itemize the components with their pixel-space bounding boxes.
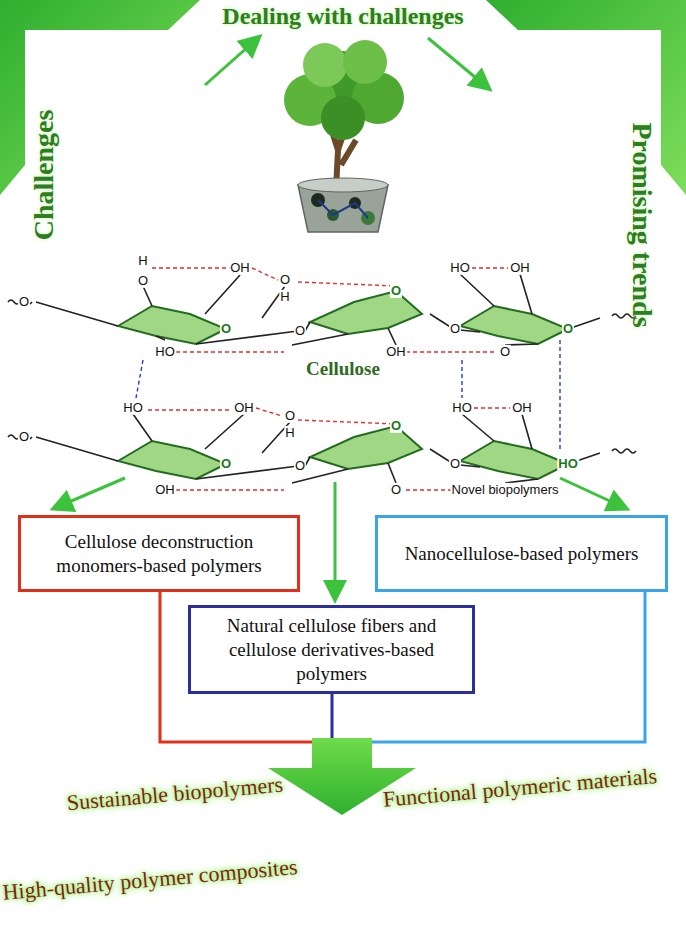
merge-line: [331, 692, 334, 740]
hydrogen-bond: [472, 267, 508, 268]
flow-arrow: [205, 38, 258, 85]
heading-label: Dealing with challenges: [222, 3, 463, 29]
hydrogen-bond: [298, 420, 396, 424]
category-box: Natural cellulose fibers and cellulose d…: [188, 605, 475, 694]
hydrogen-bond: [559, 340, 560, 452]
tree-illustration: [284, 40, 404, 232]
atom-label: HO: [122, 401, 144, 415]
ring-oxygen-label: HO: [557, 457, 579, 471]
glucose-ring: [310, 426, 422, 469]
tree-canopy: [303, 43, 347, 87]
hydrogen-bond: [474, 407, 510, 408]
outcome-label: Functional polymeric materials: [382, 764, 658, 812]
atom-label: OH: [154, 483, 176, 497]
tree-canopy: [343, 40, 387, 84]
flow-arrow: [560, 478, 625, 508]
tree-canopy: [321, 96, 365, 140]
atom-label: O: [18, 295, 30, 309]
atom-label: O: [390, 483, 402, 497]
glucose-ring: [118, 441, 226, 479]
atom-label: H: [279, 290, 290, 304]
hydrogen-bond: [256, 408, 282, 416]
ring-oxygen-label: O: [390, 284, 402, 298]
chemical-bond: [156, 336, 165, 340]
hydrogen-bond: [148, 409, 232, 410]
atom-label: OH: [233, 401, 255, 415]
glucose-ring: [460, 441, 568, 479]
hydrogen-bond: [252, 268, 278, 280]
glucose-ring: [460, 306, 568, 344]
atom-label: H: [137, 254, 148, 268]
atom-label: O: [284, 409, 296, 423]
cellulose-structure: [8, 268, 636, 490]
hydrogen-bond: [298, 282, 396, 286]
chemical-bond: [36, 302, 118, 326]
hydrogen-bond: [176, 489, 284, 490]
chemical-bond: [196, 466, 298, 479]
chemical-bond: [143, 286, 152, 306]
atom-label: O: [294, 459, 306, 473]
atom-label: H: [284, 426, 295, 440]
chemical-bond: [522, 414, 532, 449]
atom-label: O: [449, 322, 461, 336]
chemical-bond: [196, 331, 298, 344]
chain-continuation: [612, 449, 636, 453]
atom-label: O: [449, 457, 461, 471]
atom-label: O: [279, 273, 291, 287]
hydrogen-bond: [461, 360, 462, 398]
hydrogen-bond: [176, 351, 284, 352]
atom-label: OH: [511, 401, 533, 415]
hydrogen-bond: [152, 267, 230, 268]
category-box: Cellulose deconstruction monomers-based …: [18, 515, 300, 592]
side-label: Challenges: [29, 110, 60, 241]
outcome-label: High-quality polymer composites: [2, 855, 299, 905]
flow-arrow: [334, 482, 337, 598]
atom-label: O: [294, 324, 306, 338]
chemical-bond: [462, 414, 494, 441]
atom-label: OH: [229, 261, 251, 275]
chemical-bond: [388, 328, 396, 345]
structure-label: Cellulose: [303, 359, 383, 380]
flow-arrow: [55, 478, 125, 508]
atom-label: Novel biopolymers: [451, 483, 560, 497]
glucose-ring: [310, 291, 422, 334]
chemical-bond: [205, 275, 240, 314]
ring-oxygen-label: O: [220, 457, 232, 471]
category-box: Nanocellulose-based polymers: [375, 515, 668, 592]
chemical-bond: [460, 465, 480, 467]
chemical-bond: [460, 274, 494, 306]
ring-oxygen-label: O: [220, 322, 232, 336]
chemical-bond: [520, 274, 532, 314]
atom-label: OH: [385, 345, 407, 359]
chemical-bond: [205, 414, 244, 449]
outcome-label: Sustainable biopolymers: [66, 772, 284, 815]
box-text: Nanocellulose-based polymers: [405, 542, 639, 566]
molecule-bond: [318, 200, 368, 218]
chemical-bond: [460, 330, 480, 332]
hydrogen-bond: [406, 351, 495, 352]
chemical-bond: [133, 414, 152, 441]
flow-arrow: [428, 38, 488, 88]
chemical-bond: [388, 463, 396, 483]
ring-oxygen-label: O: [390, 419, 402, 433]
chemical-bond: [36, 437, 118, 461]
atom-label: HO: [451, 401, 473, 415]
atom-label: O: [137, 274, 149, 288]
atom-label: HO: [449, 261, 471, 275]
box-text: Natural cellulose fibers and cellulose d…: [201, 614, 462, 685]
glucose-ring: [118, 306, 226, 344]
atom-label: HO: [154, 345, 176, 359]
atom-label: O: [499, 345, 511, 359]
side-label: Promising trends: [627, 122, 658, 327]
ring-oxygen-label: O: [562, 322, 574, 336]
hydrogen-bond: [136, 360, 143, 398]
tree-pot-rim: [298, 178, 388, 192]
atom-label: OH: [509, 261, 531, 275]
box-text: Cellulose deconstruction monomers-based …: [31, 530, 287, 578]
atom-label: O: [18, 430, 30, 444]
